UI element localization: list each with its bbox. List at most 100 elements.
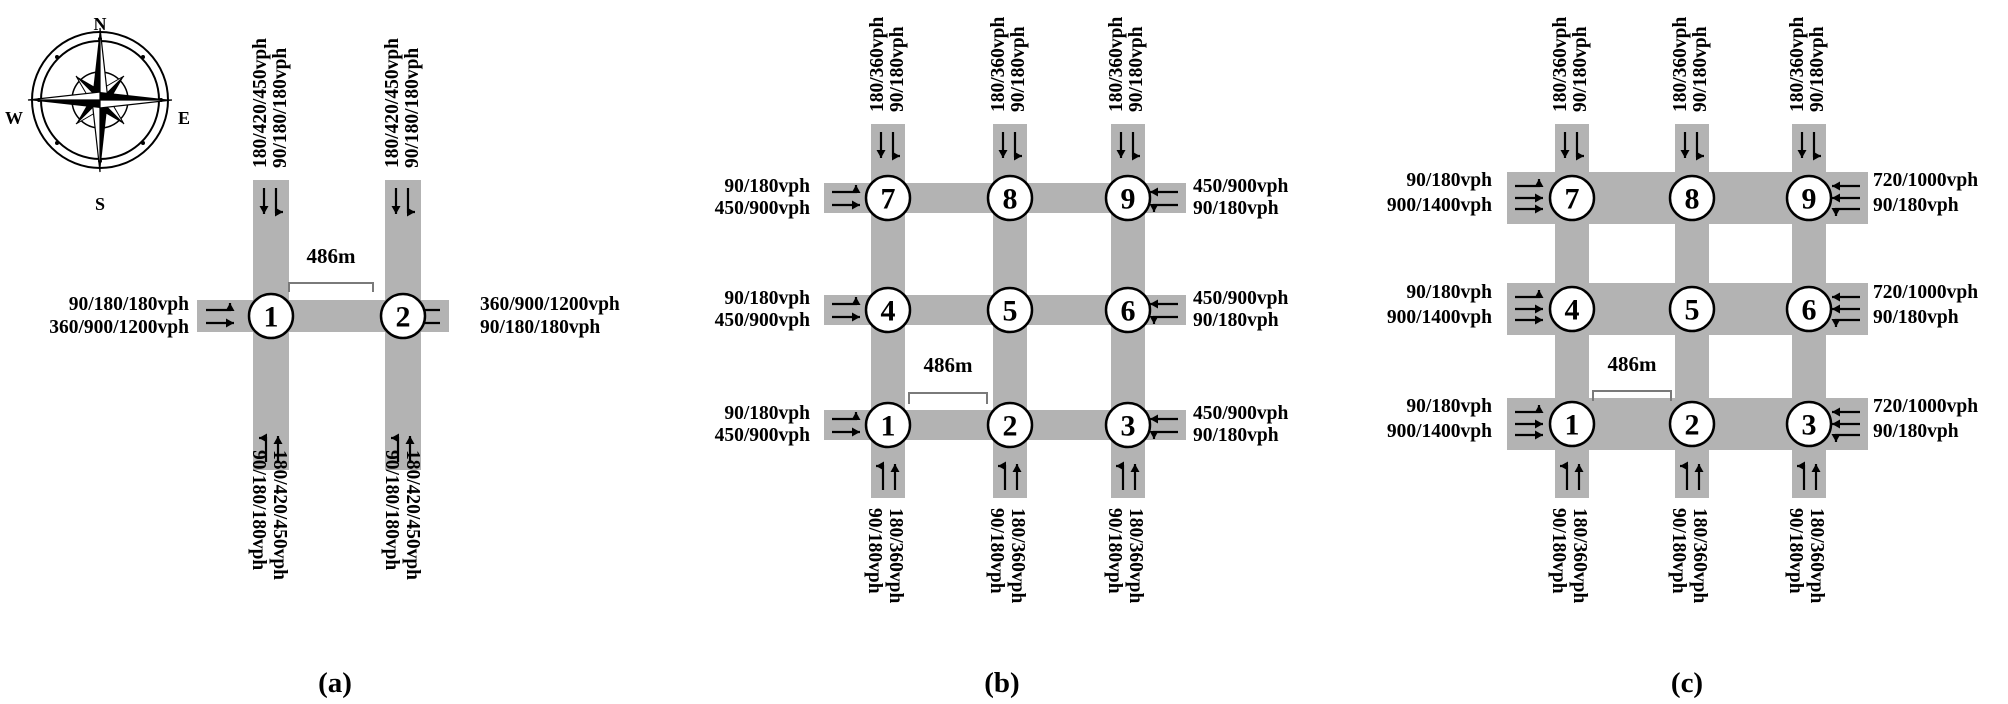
compass-north-label: N — [94, 14, 107, 34]
west-outflow-label: 90/180vph — [724, 288, 810, 309]
lane-arrow-straight — [1150, 414, 1178, 424]
west-outflow-label: 90/180vph — [724, 403, 810, 424]
south-inflow-label: 180/420/450vph — [402, 450, 423, 580]
north-inflow-label: 180/360vph — [988, 16, 1009, 112]
west-inflow-label: 450/900vph — [715, 425, 811, 446]
node-label: 2 — [1003, 410, 1018, 443]
north-outflow-label: 90/180/180vph — [402, 48, 423, 168]
lane-arrow-straight — [1832, 419, 1860, 429]
south-inflow-label: 180/360vph — [885, 508, 906, 604]
node-label: 4 — [881, 295, 896, 328]
intersection-node — [1785, 285, 1833, 333]
node-label: 5 — [1003, 295, 1018, 328]
lane-arrow-turn — [406, 188, 415, 217]
node-label: 8 — [1003, 183, 1018, 216]
intersection-node — [1668, 400, 1716, 448]
lane-arrow-straight — [206, 318, 234, 328]
distance-label-c: 486m — [1608, 352, 1658, 376]
lane-arrow-turn — [1515, 179, 1544, 188]
lane-arrow-straight — [1832, 292, 1860, 302]
east-outflow-label: 90/180vph — [1873, 307, 1959, 328]
east-inflow-label: 360/900/1200vph — [480, 294, 620, 315]
west-inflow-label: 450/900vph — [715, 310, 811, 331]
north-inflow-label: 180/360vph — [1106, 16, 1127, 112]
lane-arrow-turn — [891, 132, 900, 161]
lane-arrow-turn — [1695, 132, 1704, 161]
distance-brace-b — [908, 392, 988, 404]
intersection-node — [986, 401, 1034, 449]
lane-arrow-turn — [998, 461, 1007, 490]
intersection-node — [1548, 400, 1596, 448]
lane-arrow-turn — [1515, 405, 1544, 414]
node-label: 2 — [396, 301, 411, 334]
north-outflow-label: 90/180vph — [1690, 26, 1711, 112]
west-inflow-label: 900/1400vph — [1387, 421, 1492, 442]
east-inflow-label: 450/900vph — [1193, 176, 1289, 197]
north-inflow-label: 180/420/450vph — [250, 38, 271, 168]
lane-arrow-straight — [273, 436, 283, 462]
intersection-node — [1785, 400, 1833, 448]
south-inflow-label: 180/360vph — [1125, 508, 1146, 604]
compass-west-label: W — [5, 108, 23, 128]
south-outflow-label: 90/180/180vph — [381, 450, 402, 570]
west-inflow-label: 360/900/1200vph — [49, 317, 189, 338]
lane-arrow-turn — [1797, 461, 1806, 490]
lane-arrow-straight — [832, 312, 860, 322]
lane-arrow-straight — [1515, 304, 1543, 314]
lane-arrow-straight — [1515, 315, 1543, 325]
north-outflow-label: 90/180/180vph — [270, 48, 291, 168]
intersection-node — [1104, 286, 1152, 334]
lane-arrow-straight — [1515, 419, 1543, 429]
north-inflow-label: 180/360vph — [1550, 16, 1571, 112]
north-outflow-label: 90/180vph — [1126, 26, 1147, 112]
compass-rose-icon — [27, 27, 173, 173]
lane-arrow-straight — [1515, 204, 1543, 214]
lane-arrow-turn — [832, 297, 861, 306]
node-label: 2 — [1685, 409, 1700, 442]
north-inflow-label: 180/360vph — [1670, 16, 1691, 112]
south-outflow-label: 90/180vph — [1548, 508, 1569, 594]
north-outflow-label: 90/180vph — [887, 26, 908, 112]
lane-arrow-turn — [259, 433, 268, 462]
east-inflow-label: 720/1000vph — [1873, 396, 1978, 417]
lane-arrow-turn — [1812, 132, 1821, 161]
lane-arrow-straight — [1832, 181, 1860, 191]
node-label: 7 — [1565, 183, 1580, 216]
lane-arrows — [206, 132, 1860, 490]
east-outflow-label: 90/180vph — [1873, 421, 1959, 442]
node-label: 6 — [1121, 295, 1136, 328]
south-inflow-label: 180/360vph — [1806, 508, 1827, 604]
lane-arrow-turn — [1149, 430, 1178, 439]
south-outflow-label: 90/180vph — [986, 508, 1007, 594]
south-inflow-label: 180/420/450vph — [269, 450, 290, 580]
lane-arrow-turn — [1560, 461, 1569, 490]
south-outflow-label: 90/180vph — [1104, 508, 1125, 594]
lane-arrow-turn — [832, 185, 861, 194]
node-label: 9 — [1802, 183, 1817, 216]
south-inflow-label: 180/360vph — [1007, 508, 1028, 604]
lane-arrow-straight — [1560, 132, 1570, 158]
north-outflow-label: 90/180vph — [1807, 26, 1828, 112]
lane-arrow-straight — [832, 200, 860, 210]
lane-arrow-straight — [1012, 464, 1022, 490]
lane-arrow-straight — [1832, 304, 1860, 314]
panel-caption-c: (c) — [1671, 667, 1703, 699]
node-label: 7 — [881, 183, 896, 216]
panel-caption-a: (a) — [318, 667, 352, 699]
intersection-node — [1668, 174, 1716, 222]
west-outflow-label: 90/180/180vph — [69, 294, 189, 315]
intersection-node — [986, 174, 1034, 222]
lane-arrow-turn — [1131, 132, 1140, 161]
west-outflow-label: 90/180vph — [1406, 396, 1492, 417]
lane-arrow-turn — [1575, 132, 1584, 161]
node-label: 1 — [264, 301, 279, 334]
lane-arrow-turn — [391, 433, 400, 462]
lane-arrow-turn — [832, 412, 861, 421]
west-inflow-label: 900/1400vph — [1387, 307, 1492, 328]
west-outflow-label: 90/180vph — [1406, 170, 1492, 191]
node-label: 6 — [1802, 294, 1817, 327]
node-label: 8 — [1685, 183, 1700, 216]
west-inflow-label: 900/1400vph — [1387, 195, 1492, 216]
east-outflow-label: 90/180vph — [1193, 425, 1279, 446]
